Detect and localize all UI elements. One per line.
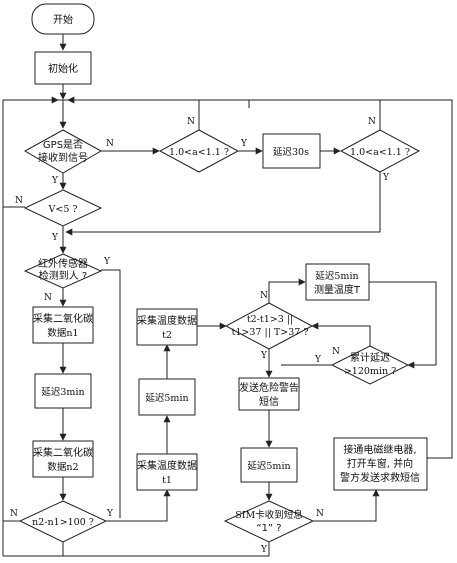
svg-text:V<5 ?: V<5 ? [48,204,78,215]
label-ir-n: N [44,293,52,303]
node-cumulative-check: 累计延迟 >120min ? [330,345,410,385]
node-co2-n1: 采集二氧化碳 数据n1 [32,306,94,344]
edge-a2-down [65,172,381,236]
svg-text:发送危险警告: 发送危险警告 [239,381,299,394]
node-delay-5min-a: 延迟5min [138,378,196,416]
edge-tcheck-no [268,278,306,303]
node-n-check: n2-n1>100 ? [18,500,108,543]
label-gps-n: N [106,139,114,149]
svg-text:打开车窗, 并向: 打开车窗, 并向 [347,457,413,470]
svg-text:测量温度T: 测量温度T [314,283,361,296]
node-delay-5min-measure: 延迟5min 测量温度T [305,263,370,301]
svg-text:t2-t1>3 ||: t2-t1>3 || [247,314,293,325]
label-t-n: N [260,291,268,301]
svg-text:t1>37 || T>37 ?: t1>37 || T>37 ? [232,327,309,338]
svg-text:采集二氧化碳: 采集二氧化碳 [33,312,93,325]
svg-text:累计延迟: 累计延迟 [350,351,390,364]
svg-text:延迟5min: 延迟5min [315,270,358,282]
node-temp-t2: 采集温度数据 t2 [136,308,198,346]
label-sim-n: N [316,509,324,519]
node-relay: 接通电磁继电器, 打开车窗, 并向 警方发送求救短信 [333,437,428,491]
svg-text:>120min ?: >120min ? [344,366,396,377]
svg-text:延迟3min: 延迟3min [41,386,84,398]
svg-text:检测到人 ?: 检测到人 ? [39,269,88,282]
node-a-check-2: 1.0<a<1.1 ? [339,129,421,173]
node-temp-t1: 采集温度数据 t1 [136,453,198,491]
label-v-n: N [15,196,23,206]
svg-text:延迟5min: 延迟5min [247,460,290,472]
branch-labels: N Y N Y N Y N Y Y N N Y N Y N Y N Y [10,117,390,555]
node-delay-3min: 延迟3min [34,373,92,409]
edge-ir-y [101,269,121,518]
edge-top-loop [2,99,453,556]
edge-cum-no [311,322,371,346]
svg-text:数据n2: 数据n2 [47,461,78,473]
node-delay-5min-b: 延迟5min [240,447,298,483]
edge-n-yes [106,489,171,522]
label-a1-n: N [187,117,195,127]
svg-text:开始: 开始 [53,13,73,26]
svg-text:初始化: 初始化 [48,62,78,75]
edge-sim-no [313,489,380,522]
label-a2-n: N [368,117,376,127]
label-a2-y: Y [382,173,390,183]
label-a1-y: Y [240,139,248,149]
connectors [2,34,453,557]
svg-text:“1” ?: “1” ? [256,523,281,534]
label-t-y: Y [260,351,268,361]
label-ir-y: Y [103,257,111,267]
svg-text:采集温度数据: 采集温度数据 [137,314,197,327]
svg-text:短信: 短信 [259,395,279,408]
svg-text:数据n1: 数据n1 [47,327,78,339]
node-delay-30s: 延迟30s [262,133,321,169]
label-n-y: Y [106,509,114,519]
node-ir-check: 红外传感器 检测到人 ? [23,253,103,289]
svg-text:1.0<a<1.1 ?: 1.0<a<1.1 ? [350,147,410,158]
svg-text:GPS是否: GPS是否 [43,139,83,151]
svg-text:延迟30s: 延迟30s [273,146,309,158]
node-gps-check: GPS是否 接收到信号 [23,129,103,174]
svg-text:接通电磁继电器,: 接通电磁继电器, [343,443,416,456]
svg-text:t2: t2 [162,330,172,341]
node-init: 初始化 [34,51,92,85]
node-start: 开始 [31,3,95,35]
node-temp-check: t2-t1>3 || t1>37 || T>37 ? [224,302,314,350]
edge-measure-cum [369,281,437,369]
node-v-check: V<5 ? [23,189,103,227]
label-gps-y: Y [51,176,59,186]
label-sim-y: Y [260,545,268,555]
svg-text:采集温度数据: 采集温度数据 [137,459,197,472]
node-co2-n2: 采集二氧化碳 数据n2 [32,440,94,478]
svg-text:SIM卡收到短息: SIM卡收到短息 [235,509,303,521]
node-send-warning: 发送危险警告 短信 [238,377,300,411]
svg-text:警方发送求救短信: 警方发送求救短信 [340,471,420,484]
edge-n-bottom [3,542,64,557]
svg-text:t1: t1 [162,475,172,486]
svg-text:n2-n1>100 ?: n2-n1>100 ? [32,517,94,528]
svg-text:1.0<a<1.1 ?: 1.0<a<1.1 ? [169,147,229,158]
label-cum-y: Y [314,355,322,365]
node-a-check-1: 1.0<a<1.1 ? [158,129,240,173]
node-sim-check: SIM卡收到短息 “1” ? [223,500,315,543]
label-cum-n: N [332,347,340,357]
edge-sim-yes [63,542,270,557]
label-n-n: N [10,509,18,519]
label-v-y: Y [51,233,59,243]
svg-text:接收到信号: 接收到信号 [38,151,88,164]
svg-text:延迟5min: 延迟5min [145,392,188,404]
svg-text:采集二氧化碳: 采集二氧化碳 [33,446,93,459]
svg-text:红外传感器: 红外传感器 [38,257,88,270]
